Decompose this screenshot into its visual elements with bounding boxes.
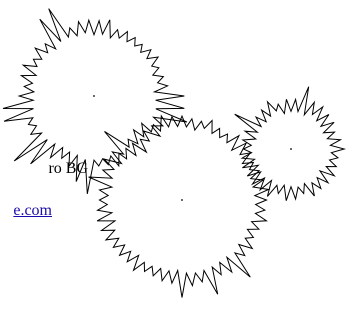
spiky-circle-right-center-dot (290, 148, 292, 150)
spiky-circle-right-outline (235, 87, 345, 201)
spiky-circle-bottom-center (89, 116, 269, 298)
spiky-circle-bottom-center-outline (89, 116, 269, 298)
truncated-text-fragment: ro BG (0, 160, 88, 178)
truncated-link-fragment[interactable]: e.com (0, 202, 52, 220)
spiky-circle-right (235, 87, 345, 201)
spiky-circle-top-left-center-dot (93, 95, 95, 97)
spiky-circle-bottom-center-center-dot (181, 199, 183, 201)
